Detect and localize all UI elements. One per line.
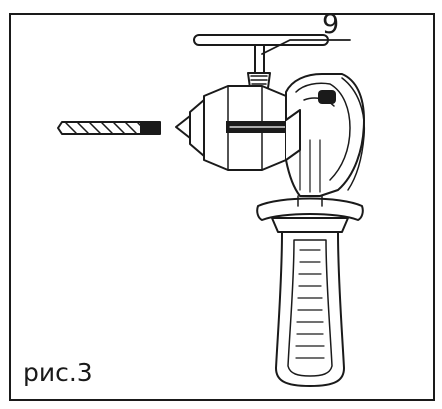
drill-handle-collar (256, 195, 364, 233)
callout-leader (261, 39, 351, 55)
callout-number: 9 (322, 9, 340, 40)
drill-body (285, 73, 366, 197)
drill-bit-icon (57, 121, 161, 135)
drill-grip-handle (275, 231, 345, 387)
figure-caption: рис.3 (23, 358, 93, 387)
figure-frame (9, 13, 435, 401)
